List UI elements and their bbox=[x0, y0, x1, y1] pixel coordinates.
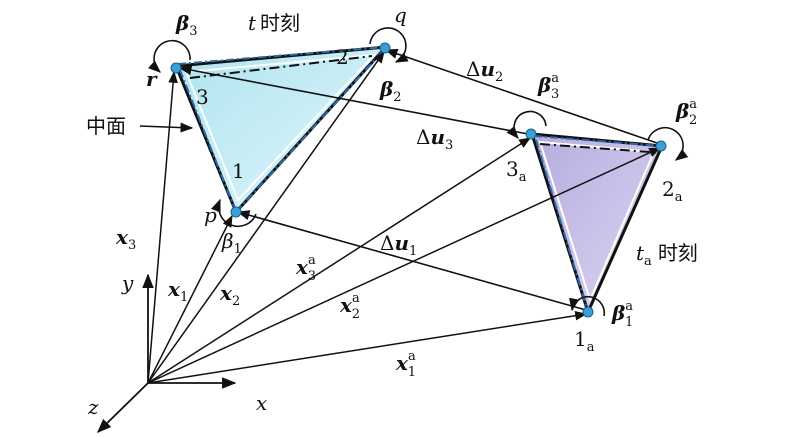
nodes bbox=[170, 42, 667, 318]
beta-1-label: β1 bbox=[221, 229, 242, 257]
x2a-arrow bbox=[147, 147, 662, 384]
axis-y-label: y bbox=[121, 271, 134, 295]
triangle-ta-dash-top bbox=[539, 143, 651, 153]
node-q-label: q bbox=[394, 3, 407, 27]
x2-arrow bbox=[147, 51, 385, 384]
mid-surface-label: 中面 bbox=[86, 114, 126, 138]
x3-arrow bbox=[147, 70, 178, 384]
x-3-label: x3 bbox=[115, 225, 136, 253]
num-2a-label: 2a bbox=[662, 177, 683, 205]
beta1-arc bbox=[211, 198, 257, 228]
position-vectors bbox=[147, 51, 662, 384]
coordinate-axes bbox=[96, 273, 237, 434]
node-p-label: p bbox=[204, 203, 217, 227]
du3-arrow bbox=[178, 65, 529, 135]
beta1a-arc bbox=[569, 295, 606, 317]
triangle-ta-inner-edge bbox=[538, 140, 656, 303]
du-1-label: Δu1 bbox=[380, 231, 417, 259]
du-2-label: Δu2 bbox=[466, 57, 503, 85]
rotation-arcs bbox=[148, 27, 689, 317]
num-1a-label: 1a bbox=[574, 327, 595, 355]
node-1a bbox=[582, 306, 594, 318]
beta3a-arc bbox=[506, 110, 547, 139]
triangle-ta-dashdot-top bbox=[533, 135, 663, 147]
mid-surface-pointer bbox=[139, 122, 194, 133]
triangle-t-inner-edge bbox=[184, 53, 377, 202]
node-p bbox=[230, 206, 242, 218]
node-r bbox=[170, 62, 182, 74]
node-3a bbox=[525, 128, 537, 140]
beta-3-label: β3 bbox=[175, 11, 198, 39]
displacement-vectors bbox=[178, 48, 661, 311]
x1a-arrow bbox=[147, 310, 588, 384]
x1-arrow bbox=[147, 214, 233, 384]
triangle-ta bbox=[529, 132, 665, 317]
num-3-label: 3 bbox=[196, 85, 209, 109]
node-2a bbox=[655, 140, 667, 152]
x-1-label: x1 bbox=[167, 277, 188, 305]
axis-x-label: x bbox=[256, 391, 267, 415]
beta2-arc bbox=[369, 27, 409, 63]
node-q bbox=[379, 42, 391, 54]
x3a-arrow bbox=[147, 137, 532, 384]
du1-arrow bbox=[236, 210, 587, 311]
triangle-t-dashdot-left bbox=[179, 69, 237, 213]
num-2-label: 2 bbox=[336, 45, 349, 69]
num-3a-label: 3a bbox=[506, 157, 527, 185]
num-1-label: 1 bbox=[232, 159, 245, 183]
du-3-label: Δu3 bbox=[416, 125, 453, 153]
node-r-label: r bbox=[146, 67, 158, 91]
beta3-arc bbox=[148, 39, 191, 73]
triangle-t-shape bbox=[173, 45, 390, 215]
axis-z-label: z bbox=[87, 395, 99, 419]
du2-arrow bbox=[384, 48, 661, 145]
triangle-t-dashdot-right bbox=[235, 51, 383, 213]
triangle-ta-shape bbox=[529, 132, 665, 317]
beta2a-arc bbox=[647, 126, 689, 161]
triangle-ta-dashdot-left bbox=[535, 139, 589, 313]
z-axis bbox=[96, 382, 149, 434]
triangle-t-dashdot-top bbox=[177, 46, 387, 65]
triangle-t bbox=[173, 45, 390, 215]
x-2-label: x2 bbox=[219, 281, 240, 309]
beta-2-label: β2 bbox=[379, 77, 402, 105]
